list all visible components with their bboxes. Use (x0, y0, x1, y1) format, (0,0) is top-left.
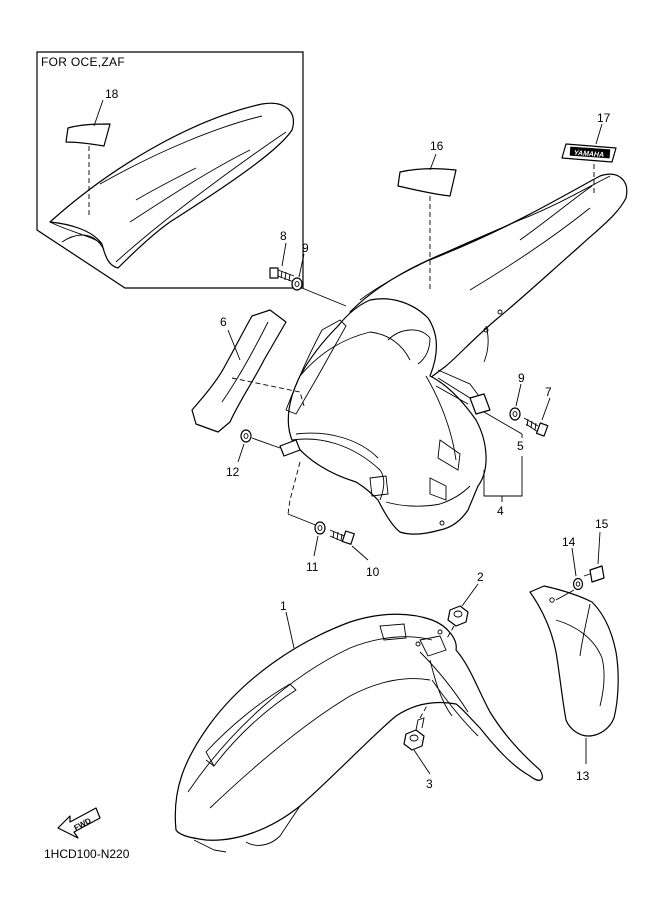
rear-fender-assembly: 16 YAMAHA 17 6 8 9 (191, 111, 628, 579)
callout-9-right: 9 (518, 371, 525, 385)
callout-16: 16 (430, 139, 444, 153)
bolt-8 (269, 267, 295, 283)
screw-15 (583, 565, 605, 583)
inset-label: FOR OCE,ZAF (41, 55, 125, 69)
callout-8: 8 (280, 229, 287, 243)
callout-1: 1 (280, 599, 287, 613)
decal-text: YAMAHA (574, 150, 605, 159)
front-fender-assembly: 1 2 3 (174, 570, 543, 853)
callout-6: 6 (220, 315, 227, 329)
washer-11 (314, 521, 326, 535)
callout-15: 15 (595, 517, 609, 531)
callout-17: 17 (597, 111, 611, 125)
nut-3 (403, 717, 425, 751)
callout-4: 4 (497, 504, 504, 518)
callout-11: 11 (306, 560, 319, 574)
washer-14 (572, 577, 584, 591)
fwd-arrow-icon: FWD (57, 807, 101, 839)
callout-18: 18 (105, 87, 119, 101)
washer-9-right (509, 407, 521, 421)
front-fender (174, 613, 543, 841)
decal-16 (397, 168, 457, 197)
inset-panel: FOR OCE,ZAF 18 (36, 51, 304, 289)
side-cover-6 (191, 309, 287, 433)
washer-12 (240, 429, 252, 443)
clip-5 (469, 393, 491, 415)
callout-14: 14 (562, 535, 576, 549)
bolt-7 (523, 417, 549, 437)
callout-5: 5 (517, 439, 524, 453)
nut-2 (447, 605, 469, 627)
decal-17: YAMAHA (561, 143, 617, 163)
callout-12: 12 (226, 465, 240, 479)
callout-2: 2 (477, 570, 484, 584)
callout-10: 10 (366, 565, 380, 579)
inset-decal-18 (65, 123, 111, 147)
side-guard-13: 13 14 15 (529, 517, 619, 783)
callout-3: 3 (426, 777, 433, 791)
inset-rear-fender (49, 102, 294, 269)
callout-9-upper: 9 (302, 241, 309, 255)
washer-9-upper (291, 277, 303, 291)
callout-7: 7 (545, 385, 552, 399)
bolt-10 (329, 529, 355, 545)
diagram-code: 1HCD100-N220 (44, 847, 130, 861)
callout-13: 13 (576, 769, 590, 783)
